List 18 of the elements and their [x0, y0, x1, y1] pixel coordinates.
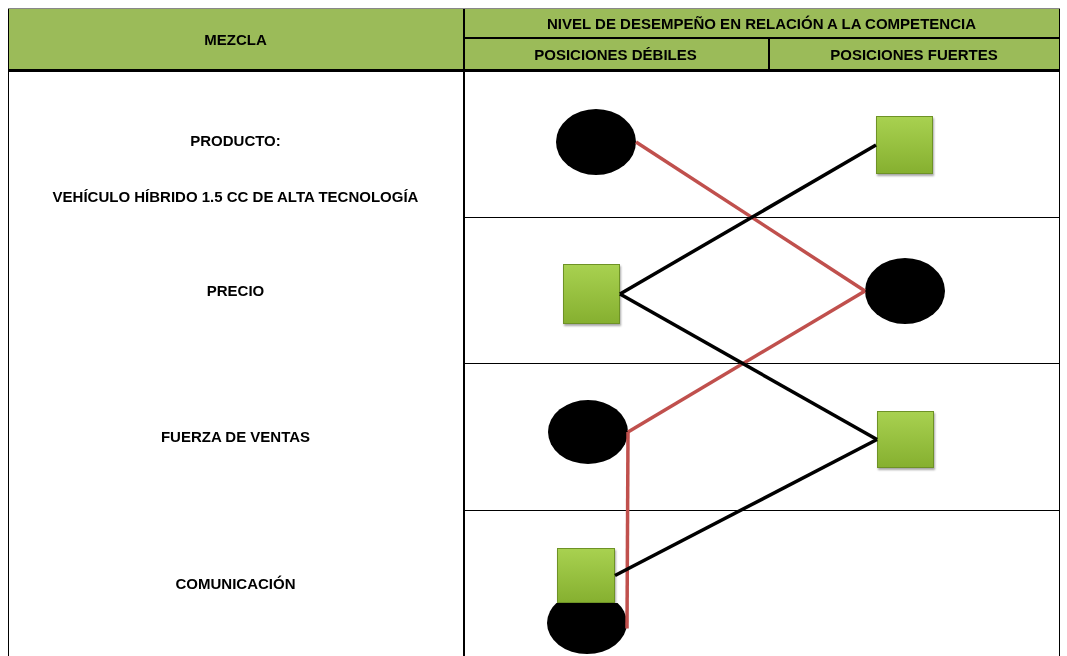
row-label: VEHÍCULO HÍBRIDO 1.5 CC DE ALTA TECNOLOGÍA	[52, 188, 419, 205]
column-header: POSICIONES DÉBILES	[534, 45, 697, 63]
row-label: COMUNICACIÓN	[175, 574, 296, 592]
square-marker	[876, 116, 933, 174]
ellipse-marker	[865, 258, 945, 324]
row-label: PRODUCTO:	[190, 132, 281, 149]
square-marker	[563, 264, 620, 324]
square-marker	[877, 411, 934, 468]
row-label: FUERZA DE VENTAS	[160, 428, 311, 445]
connector-line	[614, 437, 878, 578]
row-label: PRECIO	[206, 281, 265, 299]
column-header: POSICIONES FUERTES	[830, 45, 998, 63]
connector-line	[625, 432, 630, 629]
square-marker	[557, 548, 615, 603]
ellipse-marker	[548, 400, 628, 464]
column-header: NIVEL DE DESEMPEÑO EN RELACIÓN A LA COMPETENCIA	[547, 14, 976, 32]
column-header: MEZCLA	[204, 30, 267, 48]
ellipse-marker	[556, 109, 636, 175]
